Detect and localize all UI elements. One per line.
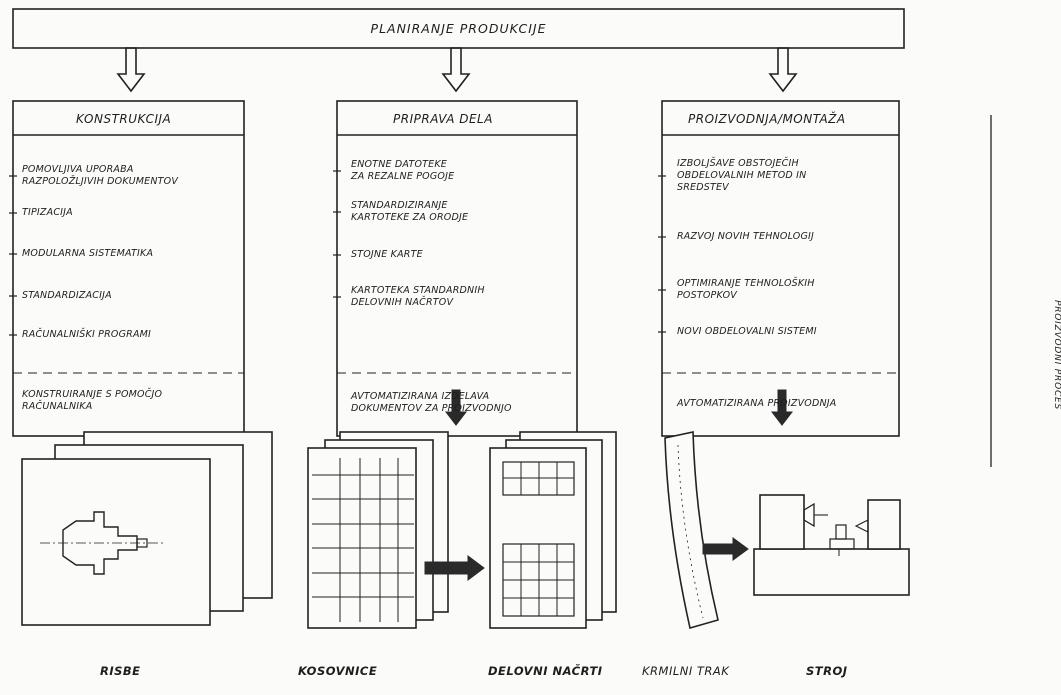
list-item: NOVI OBDELOVALNI SISTEMI: [677, 326, 817, 337]
column-footer: AVTOMATIZIRANA PROIZVODNJA: [677, 398, 837, 409]
arrow-down-icon: [441, 47, 471, 93]
list-item: RAZVOJ NOVIH TEHNOLOGIJ: [677, 231, 815, 242]
label-kosovnice: KOSOVNICE: [298, 664, 378, 678]
work-plans-illustration: [489, 431, 617, 629]
column-heading-proizvodnja: PROIZVODNJA/MONTAŽA: [688, 112, 846, 126]
list-item: IZBOLJŠAVE OBSTOJEČIH OBDELOVALNIH METOD…: [677, 158, 807, 193]
list-item: RAČUNALNIŠKI PROGRAMI: [22, 329, 152, 340]
filled-arrow-down-icon: [444, 389, 468, 426]
column-box-priprava-dela: [336, 100, 578, 437]
page-title: PLANIRANJE PRODUKCIJE: [370, 21, 547, 36]
label-stroj: STROJ: [806, 664, 848, 678]
list-item: POMOVLJIVA UPORABA RAZPOLOŽLJIVIH DOKUME…: [22, 164, 179, 187]
filled-arrow-down-icon: [770, 389, 794, 426]
parts-list-illustration: [307, 431, 449, 629]
list-item: STOJNE KARTE: [351, 249, 423, 260]
column-footer: AVTOMATIZIRANA IZDELAVA DOKUMENTOV ZA PR…: [351, 391, 512, 414]
column-heading-priprava-dela: PRIPRAVA DELA: [393, 112, 493, 126]
column-box-proizvodnja: [661, 100, 900, 437]
side-label: PROIZVODNI PROCES: [1052, 300, 1061, 411]
punched-tape-illustration: [664, 431, 719, 630]
label-risbe: RISBE: [100, 664, 141, 678]
label-delovni-nacrti: DELOVNI NAČRTI: [488, 664, 603, 678]
machine-illustration: [753, 494, 910, 596]
label-krmilni-trak: KRMILNI TRAK: [642, 664, 730, 678]
drawings-illustration: [21, 431, 273, 626]
arrow-down-icon: [116, 47, 146, 93]
list-item: ENOTNE DATOTEKE ZA REZALNE POGOJE: [351, 159, 455, 182]
column-box-konstrukcija: [12, 100, 245, 437]
list-item: TIPIZACIJA: [22, 207, 73, 218]
list-item: STANDARDIZACIJA: [22, 290, 112, 301]
list-item: OPTIMIRANJE TEHNOLOŠKIH POSTOPKOV: [677, 278, 815, 301]
arrow-down-icon: [768, 47, 798, 93]
column-heading-konstrukcija: KONSTRUKCIJA: [76, 112, 172, 126]
list-item: STANDARDIZIRANJE KARTOTEKE ZA ORODJE: [351, 200, 469, 223]
list-item: KARTOTEKA STANDARDNIH DELOVNIH NAČRTOV: [351, 285, 485, 308]
list-item: MODULARNA SISTEMATIKA: [22, 248, 154, 259]
filled-arrow-right-icon: [424, 555, 485, 581]
column-footer: KONSTRUIRANJE S POMOČJO RAČUNALNIKA: [22, 389, 163, 412]
filled-arrow-right-icon: [702, 537, 749, 561]
